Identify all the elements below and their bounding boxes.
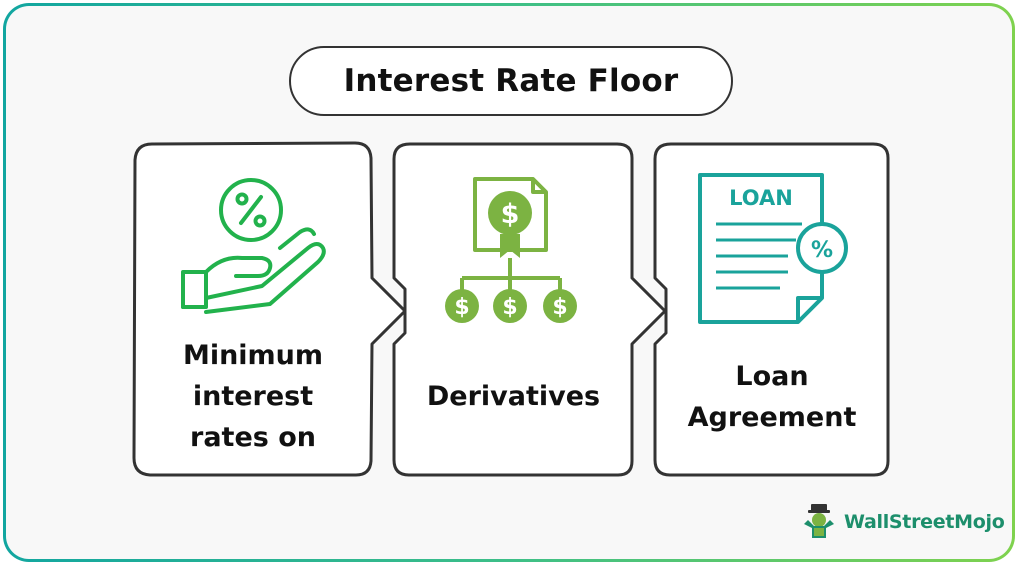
diagram-title: Interest Rate Floor bbox=[289, 46, 733, 116]
step-box-1 bbox=[132, 141, 407, 477]
loan-document-icon: LOAN % bbox=[698, 173, 848, 324]
dollar-certificate-icon: $ $ $ $ bbox=[445, 177, 577, 323]
hand-percent-icon bbox=[181, 178, 326, 314]
svg-text:%: % bbox=[811, 238, 833, 263]
step-2-label: Derivatives bbox=[426, 381, 601, 412]
svg-text:$: $ bbox=[454, 295, 469, 320]
brand-name: WallStreetMojo bbox=[844, 511, 1005, 533]
svg-text:$: $ bbox=[502, 295, 517, 320]
svg-text:$: $ bbox=[501, 199, 520, 230]
brand-logo: WallStreetMojo bbox=[800, 502, 1005, 542]
loan-document-heading: LOAN bbox=[729, 186, 793, 210]
mojo-logo-icon bbox=[804, 504, 834, 538]
step-3-label: Loan Agreement bbox=[687, 361, 857, 433]
step-box-2 bbox=[392, 142, 667, 477]
step-1-label: Minimum interest rates on bbox=[182, 340, 324, 453]
svg-text:$: $ bbox=[552, 295, 567, 320]
